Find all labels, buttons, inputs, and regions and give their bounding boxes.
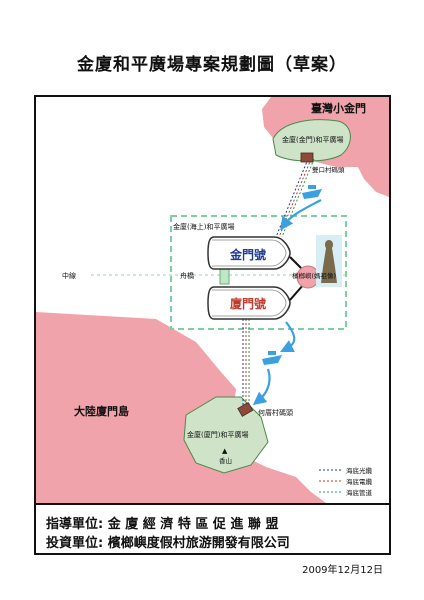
kinmen-ship bbox=[207, 236, 291, 270]
xiamen-pier-label: 何厝村碼頭 bbox=[258, 408, 293, 417]
mainland-xiamen-area bbox=[36, 312, 326, 503]
footer-box: 指導單位: 金 廈 經 濟 特 區 促 進 聯 盟 投資單位: 檳榔嶼度假村旅游… bbox=[34, 505, 391, 555]
xiamen-pier-marker bbox=[237, 401, 254, 417]
kinmen-square-area bbox=[272, 119, 351, 162]
xiamen-square-area bbox=[183, 396, 269, 474]
kinmen-ship-label: 金門號 bbox=[229, 247, 266, 262]
sea-square-label: 金廈(海上)和平廣場 bbox=[173, 222, 234, 231]
xiamen-ship bbox=[207, 286, 291, 320]
legend: 海底光纜 海底電纜 海底管道 bbox=[319, 466, 373, 497]
map-frame: 臺灣小金門 金廈(金門)和平廣場 雙口村碼頭 金廈(海上)和平廣場 金門號 廈門… bbox=[34, 95, 391, 505]
guide-unit: 指導單位: 金 廈 經 濟 特 區 促 進 聯 盟 bbox=[46, 517, 279, 532]
mazu-statue-icon bbox=[316, 235, 342, 287]
ferry-route-top bbox=[280, 199, 322, 231]
kinmen-pier-marker bbox=[300, 152, 314, 163]
xiamen-square-label: 金廈(廈門)和平廣場 bbox=[187, 430, 248, 439]
page-title: 金廈和平廣場專案規劃圖（草案） bbox=[77, 55, 347, 75]
date-label: 2009年12月12日 bbox=[302, 565, 383, 576]
invest-unit: 投資單位: 檳榔嶼度假村旅游開發有限公司 bbox=[46, 536, 290, 551]
mainland-label: 大陸廈門島 bbox=[74, 404, 129, 418]
ferry-top-icon bbox=[302, 185, 322, 199]
xiamen-ship-label: 廈門號 bbox=[230, 296, 266, 311]
statue-label: 檳榔嶼(媽祖像) bbox=[292, 271, 336, 280]
mountain-marker-icon: ▲ bbox=[222, 447, 228, 455]
mountain-label: 香山 bbox=[219, 456, 232, 465]
project-map: 臺灣小金門 金廈(金門)和平廣場 雙口村碼頭 金廈(海上)和平廣場 金門號 廈門… bbox=[36, 97, 389, 503]
kinmen-pier-label: 雙口村碼頭 bbox=[312, 165, 345, 174]
legend-label-fiber: 海底光纜 bbox=[346, 466, 373, 475]
midline-label: 中線 bbox=[62, 271, 76, 280]
ferry-route-bottom bbox=[280, 321, 296, 352]
xiao-kinmen-label: 臺灣小金門 bbox=[311, 101, 366, 115]
legend-label-power: 海底電纜 bbox=[346, 477, 373, 486]
kinmen-square-label: 金廈(金門)和平廣場 bbox=[282, 135, 343, 144]
legend-label-pipe: 海底管道 bbox=[346, 488, 373, 497]
ferry-bottom-icon bbox=[262, 351, 282, 365]
sea-square-box bbox=[170, 215, 347, 330]
pontoon-label: 舟橋 bbox=[180, 271, 194, 280]
